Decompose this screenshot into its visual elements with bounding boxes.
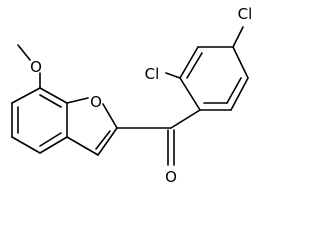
furan-ring (66, 97, 118, 156)
methoxy-oxygen-label: O (30, 58, 42, 76)
carbonyl-group (116, 109, 201, 166)
carbonyl-oxygen-label: O (165, 168, 177, 186)
chemical-structure: O O O Cl Cl (11, 5, 253, 186)
para-chlorine-label: Cl (238, 5, 253, 23)
dichlorophenyl-ring (179, 46, 249, 111)
ortho-chlorine-label: Cl (145, 65, 160, 83)
chloro-substituents (165, 26, 244, 79)
benzene-ring-of-benzofuran (11, 87, 68, 154)
furan-oxygen-label: O (90, 93, 102, 111)
methoxy-group (17, 44, 41, 89)
